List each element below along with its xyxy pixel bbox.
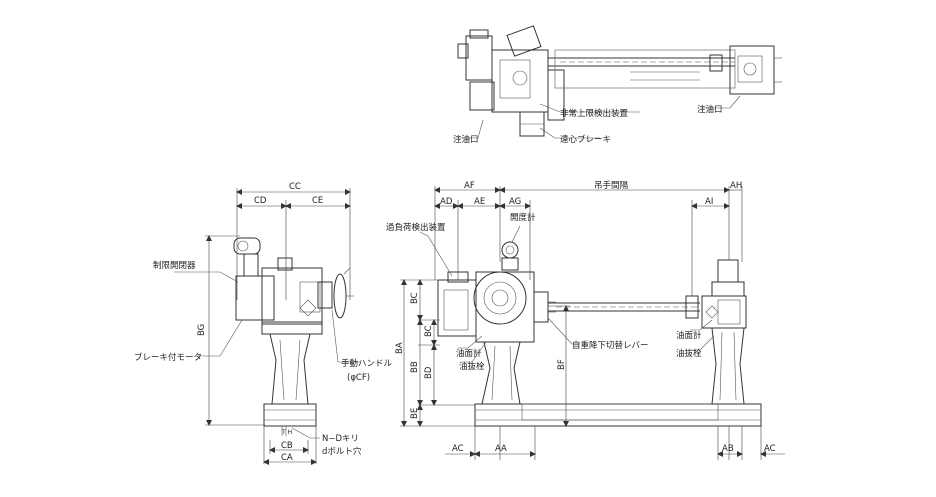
dim-bb: BB <box>410 361 420 373</box>
label-oil-inlet-top-right: 注油口 <box>697 104 723 115</box>
dim-cb: CB <box>281 441 293 451</box>
side-base <box>263 403 317 427</box>
side-brake-motor <box>235 275 275 321</box>
front-gearwheel <box>473 271 527 325</box>
dim-bd: BD <box>424 366 434 379</box>
label-centrifugal-brake: 遠心ブレーキ <box>560 134 611 145</box>
dim-af: AF <box>464 181 475 191</box>
label-brake-motor: ブレーキ付モータ <box>134 352 202 363</box>
dim-ah: AH <box>730 181 742 191</box>
dim-ca: CA <box>281 453 293 463</box>
label-drain-plug-left: 油抜栓 <box>459 361 485 372</box>
label-manual-handle: 手動ハンドル <box>341 358 393 369</box>
dim-ag: AG <box>509 197 521 207</box>
dim-cc: CC <box>289 182 301 192</box>
label-limit-switch: 制限開閉器 <box>153 260 196 271</box>
dim-bc-2: BC <box>424 325 434 337</box>
dim-ac-left: AC <box>452 444 464 454</box>
label-self-weight-lever: 自重降下切替レバー <box>572 340 649 351</box>
dim-bf: BF <box>557 359 567 370</box>
dim-be: BE <box>410 408 420 419</box>
opening-meter-dial <box>501 241 519 259</box>
label-bolt-holes-2: dボルト穴 <box>322 446 362 457</box>
dim-ba: BA <box>395 342 405 354</box>
label-oil-gauge-left: 油面計 <box>456 348 482 359</box>
top-right-unit <box>729 45 775 95</box>
top-view: 非常上限検出装置 注油口 遠心ブレーキ 注油口 <box>453 25 782 145</box>
dim-ai: AI <box>705 197 713 207</box>
label-drain-plug-right: 油抜栓 <box>676 348 702 359</box>
label-oil-inlet-top-left: 注油口 <box>453 134 479 145</box>
front-right-pedestal <box>711 327 745 405</box>
dim-ae: AE <box>474 197 485 207</box>
top-gearbox <box>491 49 549 113</box>
manual-handle-wheel <box>333 273 347 319</box>
label-opening-meter: 開度計 <box>510 212 536 223</box>
label-overload-detector: 過負荷検出装置 <box>386 222 446 233</box>
label-gate-span: 吊手間隔 <box>594 180 629 191</box>
dim-ce: CE <box>312 196 323 206</box>
dim-bg: BG <box>197 324 207 336</box>
front-right-top <box>717 259 739 283</box>
side-view: CC CD CE BG T H <box>134 182 393 465</box>
dim-cd: CD <box>254 196 267 206</box>
top-shaft-cover <box>554 49 736 89</box>
side-pedestal <box>269 333 311 405</box>
dim-ac-right: AC <box>764 444 776 454</box>
label-handle-diameter: (φCF) <box>347 373 370 383</box>
dim-bc-1: BC <box>410 292 420 304</box>
front-view: AF 吊手間隔 AH AD AE AG AI BA BC BB BC BD BE <box>386 180 785 460</box>
label-emergency-upper-limit: 非常上限検出装置 <box>560 108 629 119</box>
dim-aa: AA <box>495 444 507 454</box>
front-left-pedestal <box>481 341 521 405</box>
dim-ad: AD <box>440 197 453 207</box>
svg-text:T H: T H <box>281 429 292 436</box>
label-oil-gauge-right: 油面計 <box>676 330 702 341</box>
top-motor <box>465 35 493 81</box>
label-bolt-holes-1: N−Dキリ <box>322 434 359 444</box>
dim-ab: AB <box>722 444 734 454</box>
